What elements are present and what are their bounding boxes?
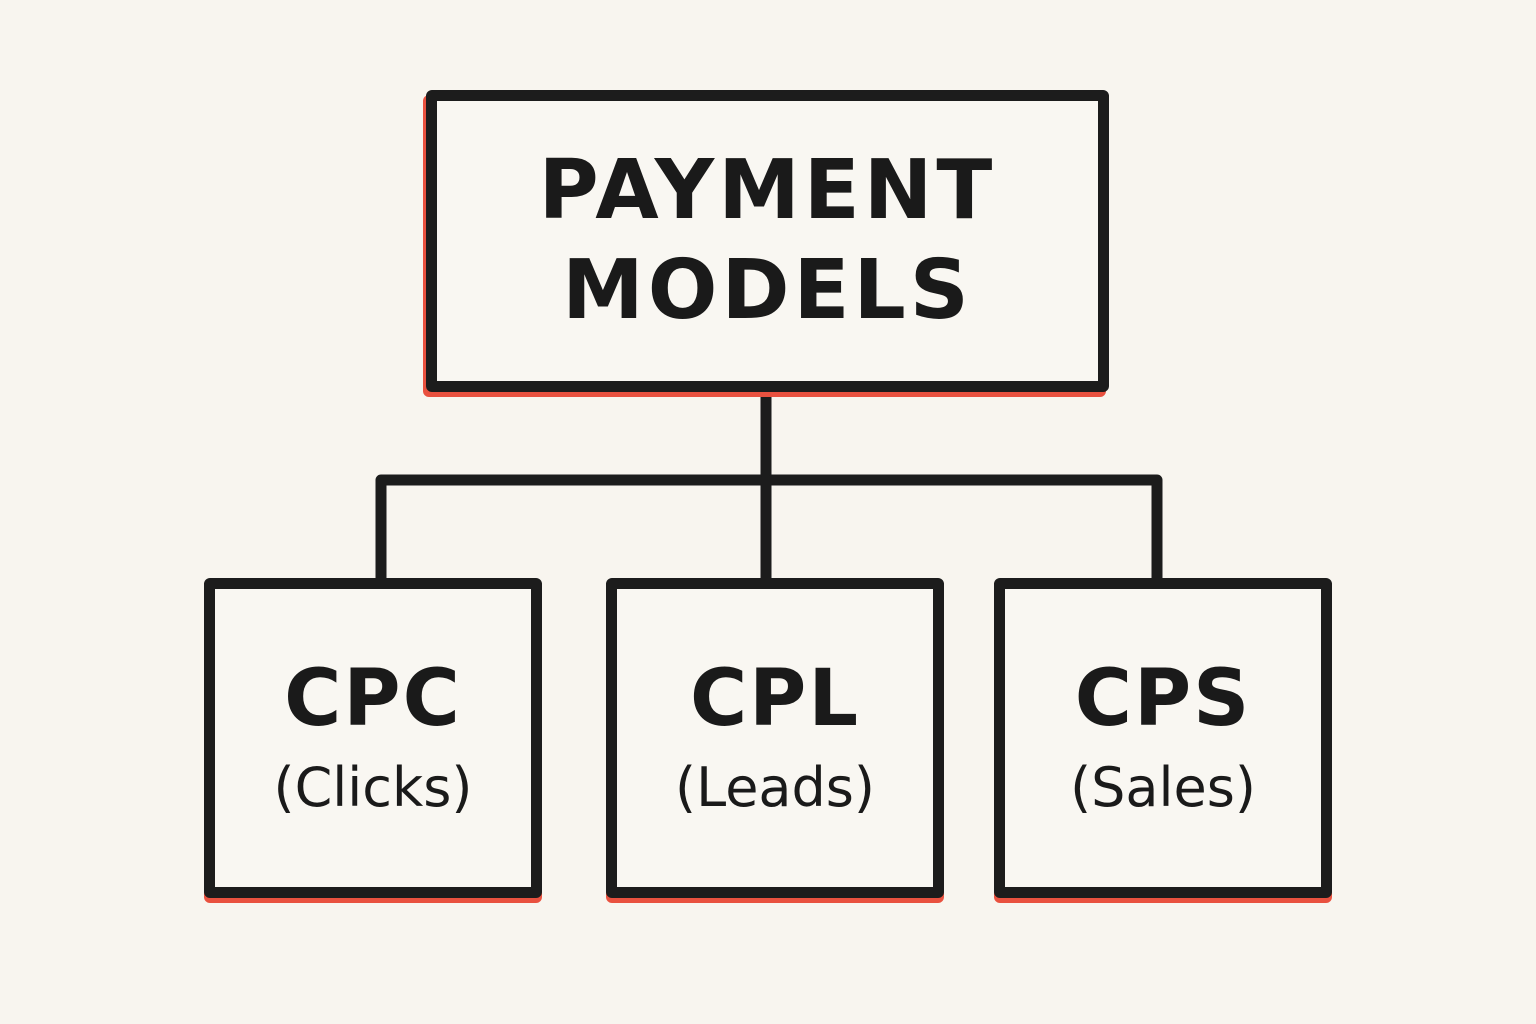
child-subtitle-clicks: (Clicks) (273, 756, 473, 820)
child-title-cpl: CPL (689, 653, 861, 744)
root-title-line2: MODELS (562, 243, 973, 338)
child-node-cpc: CPC (Clicks) (204, 578, 542, 898)
root-title-line1: PAYMENT (538, 142, 997, 238)
root-node-payment-models: PAYMENT MODELS (426, 90, 1109, 392)
child-title-cpc: CPC (284, 653, 462, 744)
child-title-cps: CPS (1074, 653, 1252, 744)
child-subtitle-leads: (Leads) (675, 756, 875, 820)
child-subtitle-sales: (Sales) (1070, 756, 1256, 820)
child-node-cps: CPS (Sales) (994, 578, 1332, 898)
child-node-cpl: CPL (Leads) (606, 578, 944, 898)
